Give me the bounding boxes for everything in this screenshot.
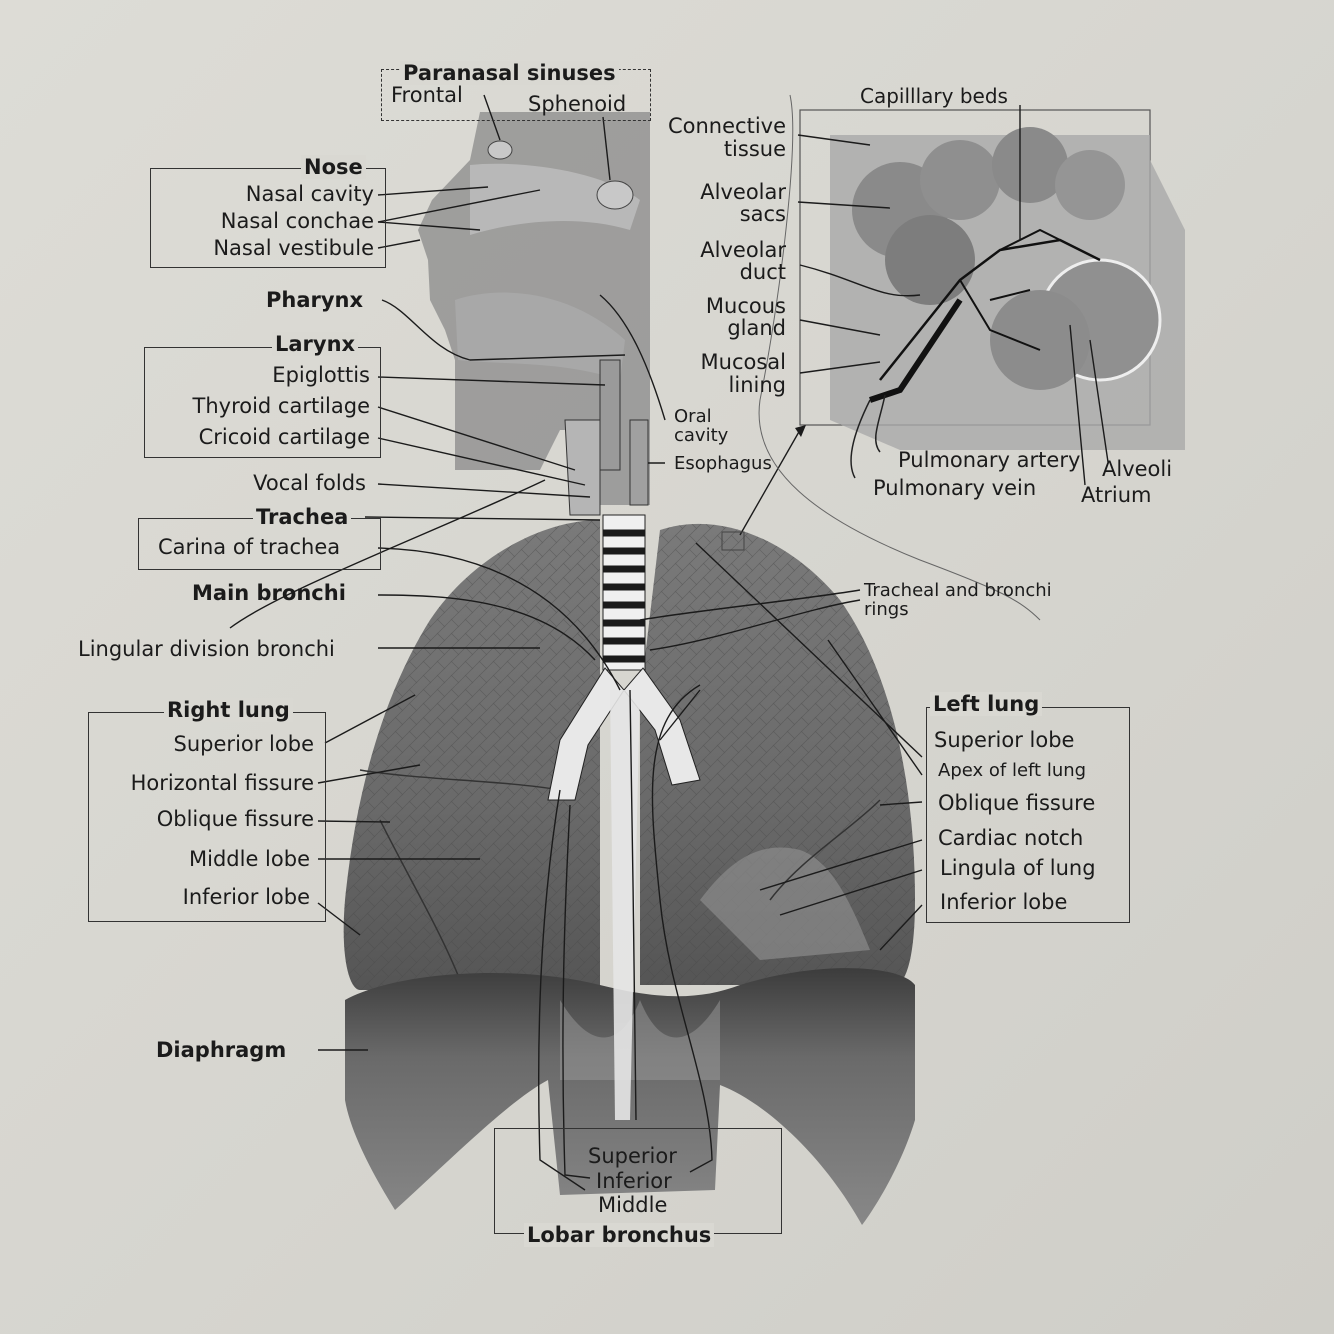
oral-cavity-label-1: Oral bbox=[674, 407, 712, 426]
horizontal-fissure-label: Horizontal fissure bbox=[88, 771, 314, 795]
lobar-inferior-label: Inferior bbox=[596, 1169, 672, 1193]
mucous-gland-label-1: Mucous bbox=[600, 294, 786, 318]
trachea-label: Trachea bbox=[253, 505, 351, 529]
nasal-conchae-label: Nasal conchae bbox=[150, 209, 374, 233]
alveolar-duct-label-2: duct bbox=[600, 260, 786, 284]
right-superior-lobe-label: Superior lobe bbox=[88, 732, 314, 756]
left-superior-lobe-label: Superior lobe bbox=[934, 728, 1074, 752]
vocal-folds-label: Vocal folds bbox=[144, 471, 366, 495]
pulmonary-artery-label: Pulmonary artery bbox=[898, 448, 1080, 472]
thyroid-cartilage-label: Thyroid cartilage bbox=[144, 394, 370, 418]
lingula-of-lung-label: Lingula of lung bbox=[940, 856, 1096, 880]
larynx-label: Larynx bbox=[272, 332, 358, 356]
nasal-vestibule-label: Nasal vestibule bbox=[150, 236, 374, 260]
nasal-cavity-label: Nasal cavity bbox=[150, 182, 374, 206]
apex-of-left-lung-label: Apex of left lung bbox=[938, 761, 1086, 780]
alveoli-inset bbox=[722, 95, 1185, 620]
pulmonary-vein-label: Pulmonary vein bbox=[873, 476, 1036, 500]
carina-of-trachea-label: Carina of trachea bbox=[158, 535, 340, 559]
lobar-superior-label: Superior bbox=[588, 1144, 677, 1168]
capillary-beds-label: Capilllary beds bbox=[860, 84, 1008, 108]
cardiac-notch-label: Cardiac notch bbox=[938, 826, 1083, 850]
connective-tissue-label-1: Connective bbox=[600, 114, 786, 138]
lobar-middle-label: Middle bbox=[598, 1193, 667, 1217]
tracheal-rings-label-1: Tracheal and bronchi bbox=[864, 581, 1052, 600]
atrium-label: Atrium bbox=[1081, 483, 1151, 507]
epiglottis-label: Epiglottis bbox=[144, 363, 370, 387]
alveolar-sacs-label-1: Alveolar bbox=[600, 180, 786, 204]
left-oblique-fissure-label: Oblique fissure bbox=[938, 791, 1095, 815]
left-lung-label: Left lung bbox=[930, 692, 1042, 716]
right-oblique-fissure-label: Oblique fissure bbox=[88, 807, 314, 831]
tracheal-rings-label-2: rings bbox=[864, 600, 909, 619]
esophagus-label: Esophagus bbox=[674, 454, 772, 473]
pharynx-label: Pharynx bbox=[266, 288, 363, 312]
mucosal-lining-label-2: lining bbox=[600, 373, 786, 397]
paranasal-sinuses-label: Paranasal sinuses bbox=[400, 61, 619, 85]
lobar-bronchus-label: Lobar bronchus bbox=[524, 1223, 714, 1247]
alveolar-duct-label-1: Alveolar bbox=[600, 238, 786, 262]
cricoid-cartilage-label: Cricoid cartilage bbox=[144, 425, 370, 449]
alveoli-label: Alveoli bbox=[1102, 457, 1172, 481]
right-lung-label: Right lung bbox=[164, 698, 293, 722]
right-inferior-lobe-label: Inferior lobe bbox=[88, 885, 310, 909]
nose-label: Nose bbox=[301, 155, 366, 179]
frontal-sinus-label: Frontal bbox=[391, 83, 463, 107]
frontal-sinus bbox=[488, 141, 512, 159]
larynx-shape bbox=[565, 420, 600, 515]
esophagus-shape bbox=[630, 420, 648, 505]
sphenoid-sinus-label: Sphenoid bbox=[528, 92, 626, 116]
main-bronchi-label: Main bronchi bbox=[192, 581, 346, 605]
oral-cavity-label-2: cavity bbox=[674, 426, 728, 445]
lingular-division-bronchi-label: Lingular division bronchi bbox=[78, 637, 335, 661]
mucosal-lining-label-1: Mucosal bbox=[600, 350, 786, 374]
left-inferior-lobe-label: Inferior lobe bbox=[940, 890, 1067, 914]
diaphragm-label: Diaphragm bbox=[156, 1038, 286, 1062]
connective-tissue-label-2: tissue bbox=[600, 137, 786, 161]
alveolar-sacs-label-2: sacs bbox=[600, 202, 786, 226]
mucous-gland-label-2: gland bbox=[600, 316, 786, 340]
middle-lobe-label: Middle lobe bbox=[88, 847, 310, 871]
